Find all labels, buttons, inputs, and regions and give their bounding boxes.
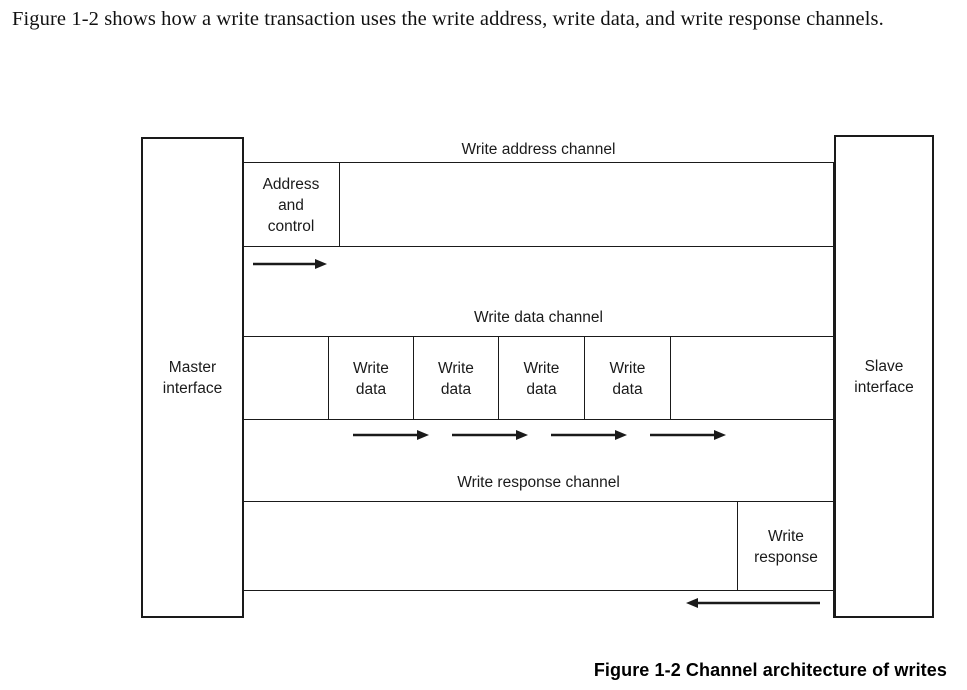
write-data-cell-2: Write data [414, 337, 499, 420]
write-data-arrow-right-1 [353, 429, 429, 441]
address-and-control-cell: Address and control [243, 163, 340, 247]
address-and-control-label: Address and control [262, 175, 320, 235]
master-interface-box: Master interface [141, 137, 244, 618]
write-data-arrow-row [243, 420, 834, 502]
write-address-channel-row [243, 163, 834, 247]
write-data-label-4: Write data [609, 359, 646, 398]
write-response-channel-title: Write response channel [457, 474, 620, 491]
write-response-arrow-left [686, 597, 820, 609]
write-address-arrow-right [253, 258, 327, 270]
write-data-arrow-right-4 [650, 429, 726, 441]
write-data-cell-3: Write data [499, 337, 585, 420]
master-interface-label: Master interface [162, 358, 223, 397]
intro-paragraph: Figure 1-2 shows how a write transaction… [12, 8, 884, 30]
write-data-cell-4: Write data [585, 337, 671, 420]
write-address-channel-title: Write address channel [461, 141, 616, 158]
write-data-channel-row [243, 337, 834, 420]
write-data-arrow-right-2 [452, 429, 528, 441]
write-address-channel-title-band: Write address channel [243, 137, 834, 163]
write-response-arrow-row [243, 591, 834, 618]
write-response-channel-row [243, 502, 834, 591]
write-response-label: Write response [754, 527, 818, 566]
slave-interface-box: Slave interface [834, 135, 934, 618]
write-response-cell: Write response [737, 502, 834, 591]
slave-interface-label: Slave interface [854, 357, 914, 396]
write-data-arrow-right-3 [551, 429, 627, 441]
write-data-label-1: Write data [353, 359, 389, 398]
write-data-label-3: Write data [523, 359, 560, 398]
figure-caption: Figure 1-2 Channel architecture of write… [593, 660, 947, 680]
write-data-label-2: Write data [438, 359, 474, 398]
write-data-cell-1: Write data [328, 337, 414, 420]
write-address-arrow-row [243, 247, 834, 337]
write-data-channel-title: Write data channel [474, 309, 603, 326]
